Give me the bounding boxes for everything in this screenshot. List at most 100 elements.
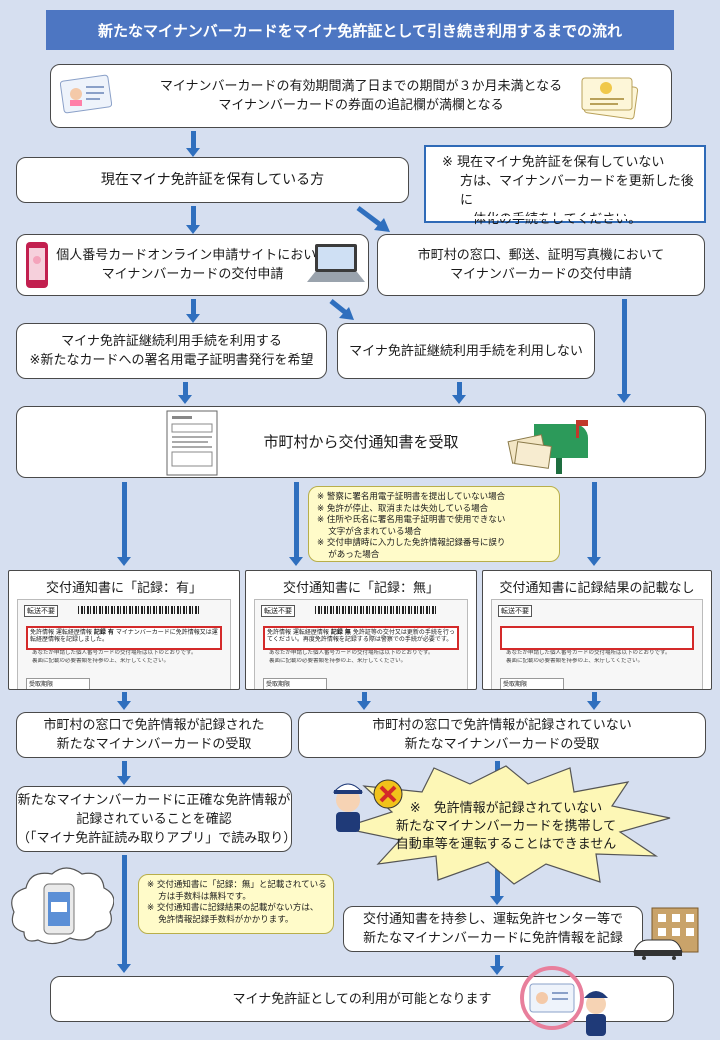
callout-line: ※ 警察に署名用電子証明書を提出していない場合 [317,492,506,502]
flow-arrow [117,482,131,566]
doc-line: 裏面に記載の必要書類を持参の上、来庁してください。 [32,658,170,664]
doc-panel-title: 交付通知書に「記録：無」 [282,581,439,596]
license-center-building-icon [633,907,699,960]
callout-fees: ※ 交付通知書に「記録：無」と記載されている 方は手数料は無料です。 ※ 交付通… [138,874,334,934]
not-use-continue-box: マイナ免許証継続利用手続を利用しない [337,323,595,379]
flow-arrow [186,206,200,234]
start-line-2: マイナンバーカードの券面の追記欄が満欄となる [218,98,504,113]
note-line-2: 方は、マイナンバーカードを更新した後に [460,174,694,208]
callout-conditions: ※ 警察に署名用電子証明書を提出していない場合 ※ 免許が停止、取消または失効し… [308,486,560,562]
flow-arrow [186,299,200,323]
bring-notice-box: 交付通知書を持参し、運転免許センター等で 新たなマイナンバーカードに免許情報を記… [343,906,643,952]
counter-apply-line-2: マイナンバーカードの交付申請 [450,267,632,282]
receive-recorded-box: 市町村の窓口で免許情報が記録された 新たなマイナンバーカードの受取 [16,712,292,758]
flow-arrow [452,382,466,404]
row-label: 免許情報 運転経歴情報 [30,629,92,636]
record-row-empty [500,626,694,650]
doc-line: 裏面に記載の必要書類を持参の上、来庁してください。 [269,658,407,664]
callout-line: 方は手数料は無料です。 [147,891,251,902]
bring-notice-line-1: 交付通知書を持参し、運転免許センター等で [362,912,623,927]
warning-text: ※ 免許情報が記録されていない 新たなマイナンバーカードを携帯して 自動車等を運… [378,800,634,854]
doc-line: あなたが申請した個人番号カードの交付場所は以下のとおりです。 [32,650,197,656]
flow-arrow [617,299,631,403]
note-line-3: 一体化の手続をしてください。 [460,212,642,227]
callout-line: ※ 交付通知書に記録結果の記載がない方は、 [147,903,319,913]
flow-arrow [587,482,601,566]
doc-tag: 転送不要 [24,605,58,617]
row-mark: 記録 無 [330,629,351,636]
row-mark: 記録 有 [93,629,114,636]
page-title: 新たなマイナンバーカードをマイナ免許証として引き続き利用するまでの流れ [46,10,674,50]
flow-arrow [289,482,303,566]
callout-line: ※ 交付通知書に「記録：無」と記載されている [147,880,327,890]
online-apply-line-1: 個人番号カードオンライン申請サイトにおいて [56,248,329,263]
receive-notice-box: 市町村から交付通知書を受取 [16,406,706,478]
callout-line: ※ 免許が停止、取消または失効している場合 [317,503,489,514]
flow-arrow [117,692,131,710]
confirm-line-1: 新たなマイナンバーカードに正確な免許情報が [17,792,291,808]
record-row: 免許情報 運転経歴情報 記録 有 マイナンバーカードに免許情報又は運転経歴情報を… [26,626,222,650]
laptop-icon [307,244,365,282]
use-continue-box: マイナ免許証継続利用手続を利用する ※新たなカードへの署名用電子証明書発行を希望 [16,323,327,379]
notice-document: 転送不要 免許情報 運転経歴情報 記録 無 免許証等の交付又は更新の手続を行って… [254,599,468,689]
card-stack-icon [581,77,639,120]
notice-document: 転送不要 免許情報 運転経歴情報 記録 有 マイナンバーカードに免許情報又は運転… [17,599,231,689]
doc-foot: 受取期限 [26,678,90,689]
warning-line-3: 自動車等を運転することはできません [395,837,617,852]
doc-line: あなたが申請した個人番号カードの交付場所は以下のとおりです。 [269,650,434,656]
final-label: マイナ免許証としての利用が可能となります [232,991,492,1007]
use-continue-line-1: マイナ免許証継続利用手続を利用する [61,334,282,349]
doc-tag: 転送不要 [261,605,295,617]
callout-line: ※ 住所や氏名に署名用電子証明書で使用できない [317,515,506,525]
flow-arrow [186,131,200,157]
flow-arrow [178,382,192,404]
diagonal-arrow [356,206,390,232]
mailbox-icon [507,420,588,474]
phone-app-cloud-icon [11,867,114,945]
smartphone-icon [26,242,48,288]
have-license-label: 現在マイナ免許証を保有している方 [100,171,325,188]
doc-panel-unrecorded: 交付通知書に「記録：無」 転送不要 免許情報 運転経歴情報 記録 無 免許証等の… [245,570,477,690]
counter-apply-box: 市町村の窓口、郵送、証明写真機において マイナンバーカードの交付申請 [377,234,705,296]
doc-panel-title: 交付通知書に「記録：有」 [45,581,202,596]
warning-burst [339,765,671,885]
doc-panel-recorded: 交付通知書に「記録：有」 転送不要 免許情報 運転経歴情報 記録 有 マイナンバ… [8,570,240,690]
my-number-card-icon [60,74,112,114]
receive-unrecorded-box: 市町村の窓口で免許情報が記録されていない 新たなマイナンバーカードの受取 [298,712,706,758]
doc-line: あなたが申請した個人番号カードの交付場所は以下のとおりです。 [506,650,671,656]
receive-unrecorded-line-2: 新たなマイナンバーカードの受取 [404,737,600,752]
flow-arrow [490,955,504,975]
flow-arrow [357,692,371,710]
online-apply-line-2: マイナンバーカードの交付申請 [101,267,284,282]
start-condition-box: マイナンバーカードの有効期間満了日までの期間が３か月未満となる マイナンバーカー… [50,64,672,128]
receive-recorded-line-2: 新たなマイナンバーカードの受取 [56,737,252,752]
not-use-continue-label: マイナ免許証継続利用手続を利用しない [349,343,583,359]
receive-notice-label: 市町村から交付通知書を受取 [263,432,459,451]
callout-line: 免許情報記録手数料がかかります。 [147,914,294,925]
have-license-box: 現在マイナ免許証を保有している方 [16,157,409,203]
doc-line: 裏面に記載の必要書類を持参の上、来庁してください。 [506,658,644,664]
receive-recorded-line-1: 市町村の窓口で免許情報が記録された [43,718,265,733]
notice-document: 転送不要 あなたが申請した個人番号カードの交付場所は以下のとおりです。 裏面に記… [491,599,703,689]
confirm-box: 新たなマイナンバーカードに正確な免許情報が 記録されていることを確認 （「マイナ… [16,786,296,852]
record-row: 免許情報 運転経歴情報 記録 無 免許証等の交付又は更新の手続を行ってください。… [263,626,459,650]
use-continue-line-2: ※新たなカードへの署名用電子証明書発行を希望 [29,353,314,368]
police-officer-prohibit-icon [332,779,403,832]
barcode [315,606,437,614]
notice-document-icon [166,410,218,476]
callout-line: ※ 交付申請時に入力した免許情報記録番号に誤り [317,538,506,548]
row-text: マイナンバーカードに免許情報又は運転経歴情報を記録しました。 [30,629,218,643]
flow-arrow [587,692,601,710]
callout-line: があった場合 [317,549,380,560]
counter-apply-line-1: 市町村の窓口、郵送、証明写真機において [417,248,665,263]
row-text: 免許証等の交付又は更新の手続を行ってください。再度免許情報を記録する際は警察での… [267,629,455,643]
doc-tag: 転送不要 [498,605,532,617]
receive-unrecorded-line-1: 市町村の窓口で免許情報が記録されていない [372,718,632,733]
barcode [78,606,200,614]
license-card-officer-icon [520,966,608,1036]
flow-arrow [117,855,131,973]
diagonal-arrow [329,299,354,320]
confirm-line-2: 記録されていることを確認 [76,811,232,827]
warning-line-2: 新たなマイナンバーカードを携帯して [395,819,617,834]
row-label: 免許情報 運転経歴情報 [267,629,329,636]
